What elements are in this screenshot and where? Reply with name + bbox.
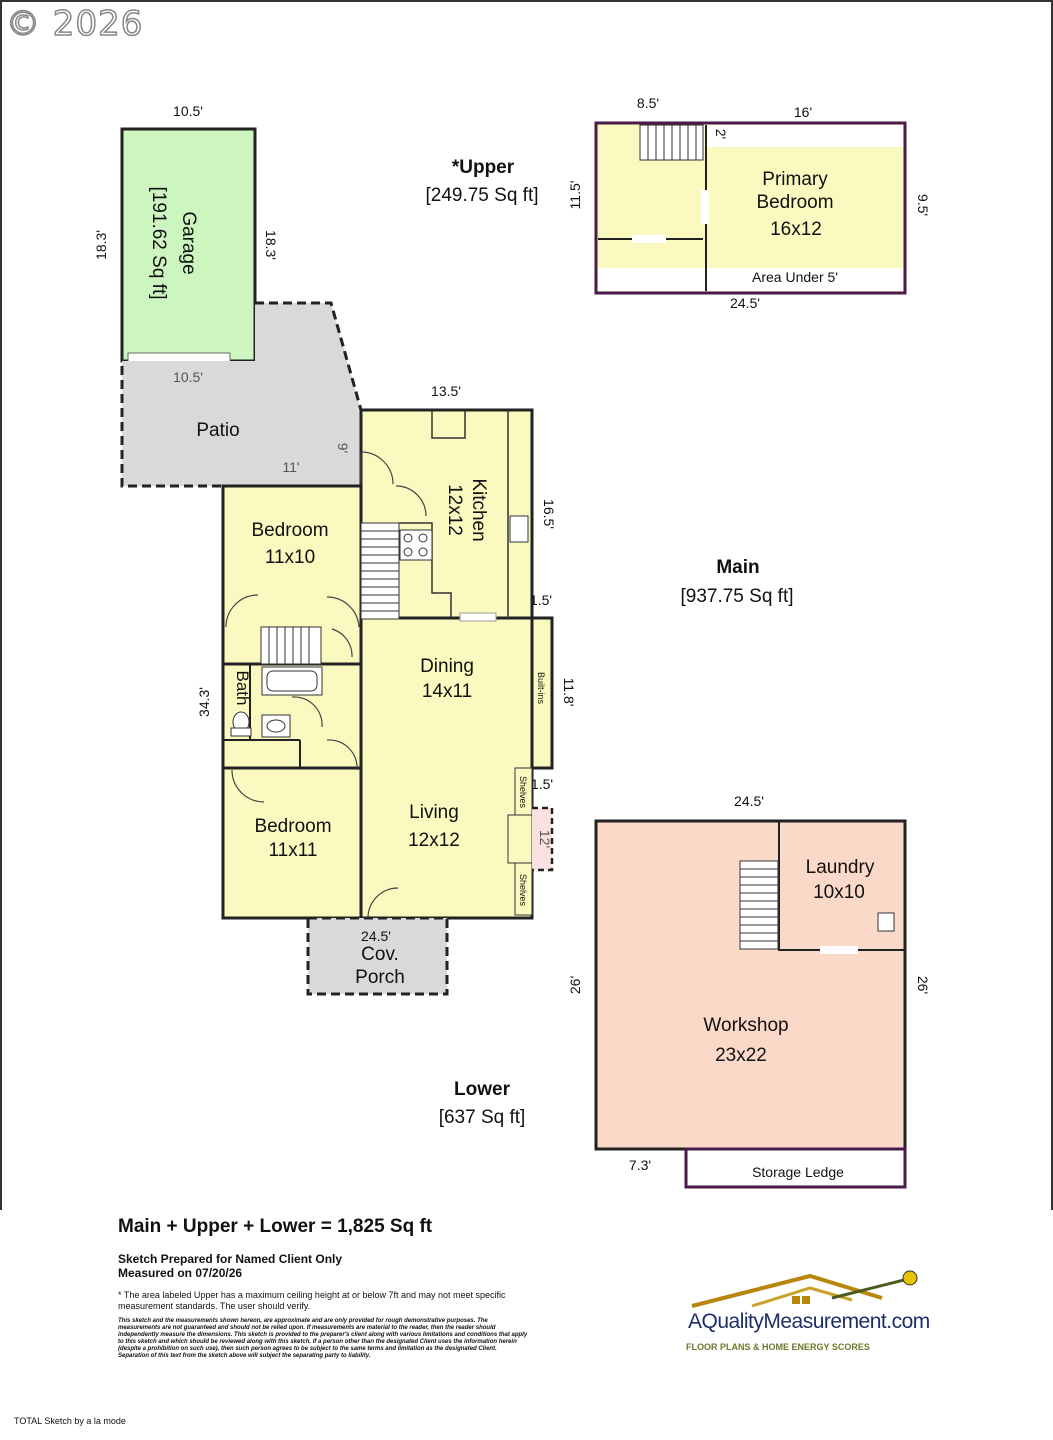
dim-fire-side: 12'	[537, 830, 553, 848]
primary-label-1: Primary	[762, 169, 828, 190]
kitchen-sink	[509, 515, 529, 543]
house-roof-icon	[691, 1270, 918, 1308]
sink	[261, 714, 291, 738]
primary-size: 16x12	[770, 219, 822, 240]
dim-garage-top: 10.5'	[173, 103, 203, 119]
living-label: Living	[409, 802, 459, 823]
main-stairs	[360, 522, 400, 620]
stairs-2	[260, 626, 322, 665]
storage-ledge	[684, 1147, 907, 1189]
fireplace	[507, 814, 533, 864]
measured-line: Measured on 07/20/26	[118, 1266, 243, 1280]
laundry-fixture	[877, 912, 895, 932]
dining-size: 14x11	[422, 681, 472, 702]
dim-patio-bottom: 11'	[282, 459, 299, 475]
dim-lower-left: 26'	[567, 976, 583, 994]
shelves-bottom	[514, 862, 533, 916]
dim-patio-side: 9'	[335, 443, 351, 453]
bedroom-1-label: Bedroom	[251, 520, 328, 541]
kitchen-label: Kitchen	[468, 478, 489, 541]
porch-label-2: Porch	[355, 967, 405, 988]
kitchen-size: 12x12	[444, 484, 465, 536]
lower-level-area: [637 Sq ft]	[439, 1107, 526, 1128]
workshop-label: Workshop	[703, 1015, 788, 1036]
dim-upper-top-right: 16'	[794, 104, 812, 120]
bedroom-2-size: 11x11	[269, 840, 318, 861]
workshop-size: 23x22	[715, 1045, 767, 1066]
laundry-size: 10x10	[813, 882, 865, 903]
copyright-watermark: © 2026	[5, 3, 144, 45]
upper-stairs	[639, 124, 704, 161]
garage-area: [191.62 Sq ft]	[148, 186, 169, 299]
bath-label: Bath	[233, 671, 252, 706]
company-logo: AQualityMeasurement.com FLOOR PLANS & HO…	[682, 1268, 932, 1368]
total-area: Main + Upper + Lower = 1,825 Sq ft	[118, 1216, 433, 1237]
dim-builtin-top: 1.5'	[530, 592, 552, 608]
stove	[399, 529, 433, 561]
dim-garage-bottom: 10.5'	[173, 369, 203, 385]
dim-garage-left: 18.3'	[93, 230, 109, 260]
dim-kitchen-top: 13.5'	[431, 383, 461, 399]
dim-lower-top: 24.5'	[734, 793, 764, 809]
sketch-credit: TOTAL Sketch by a la mode	[14, 1416, 126, 1426]
dim-upper-bottom: 24.5'	[730, 295, 760, 311]
dim-main-left: 34.3'	[196, 687, 212, 717]
dim-upper-left: 11.5'	[567, 181, 583, 210]
bathtub	[261, 666, 323, 696]
laundry-label: Laundry	[806, 857, 875, 878]
shelves-bottom-label: Shelves	[518, 874, 528, 907]
storage-label: Storage Ledge	[752, 1164, 844, 1180]
upper-note: * The area labeled Upper has a maximum c…	[118, 1290, 506, 1311]
upper-level-area: [249.75 Sq ft]	[425, 185, 538, 206]
main-level-name: Main	[716, 557, 759, 578]
logo-tagline: FLOOR PLANS & HOME ENERGY SCORES	[686, 1342, 870, 1352]
dim-upper-right: 9.5'	[915, 194, 931, 216]
logo-name: AQualityMeasurement.com	[688, 1310, 930, 1333]
dim-storage-left: 7.3'	[629, 1157, 651, 1173]
covered-porch	[306, 916, 449, 996]
patio	[122, 303, 361, 486]
bedroom-1-size: 11x10	[265, 547, 315, 568]
floor-plan: Garage [191.62 Sq ft] Patio Kitchen 12x1…	[0, 0, 1053, 1210]
patio-label: Patio	[196, 420, 239, 441]
bedroom-2-label: Bedroom	[254, 816, 331, 837]
dim-kitchen-right: 16.5'	[541, 499, 557, 529]
primary-label-2: Bedroom	[756, 192, 833, 213]
dim-garage-right: 18.3'	[263, 230, 279, 260]
lower-level-name: Lower	[454, 1079, 511, 1100]
upper-level-name: *Upper	[452, 157, 515, 178]
prepared-note: Sketch Prepared for Named Client Only Me…	[118, 1252, 342, 1280]
shelves-top-label: Shelves	[518, 776, 528, 809]
dim-builtin-right: 11.8'	[561, 678, 577, 707]
garage	[120, 127, 257, 363]
builtins	[530, 616, 554, 770]
disclaimer: This sketch and the measurements shown h…	[118, 1318, 528, 1359]
dim-upper-stair: 2'	[713, 129, 729, 139]
builtins-label: Built-ins	[536, 672, 546, 705]
dining-label: Dining	[420, 656, 474, 677]
garage-label: Garage	[178, 211, 199, 274]
dim-lower-right: 26'	[915, 976, 931, 994]
area-under-label: Area Under 5'	[752, 269, 838, 285]
dim-fire-top: 1.5'	[531, 776, 553, 792]
bedroom-2	[221, 766, 363, 920]
main-level-area: [937.75 Sq ft]	[680, 586, 793, 607]
dim-upper-top-left: 8.5'	[637, 95, 659, 111]
living-size: 12x12	[408, 830, 460, 851]
prepared-line: Sketch Prepared for Named Client Only	[118, 1252, 343, 1266]
lower-stairs	[739, 860, 779, 950]
porch-label-1: Cov.	[361, 944, 399, 965]
dim-porch-top: 24.5'	[361, 928, 391, 944]
